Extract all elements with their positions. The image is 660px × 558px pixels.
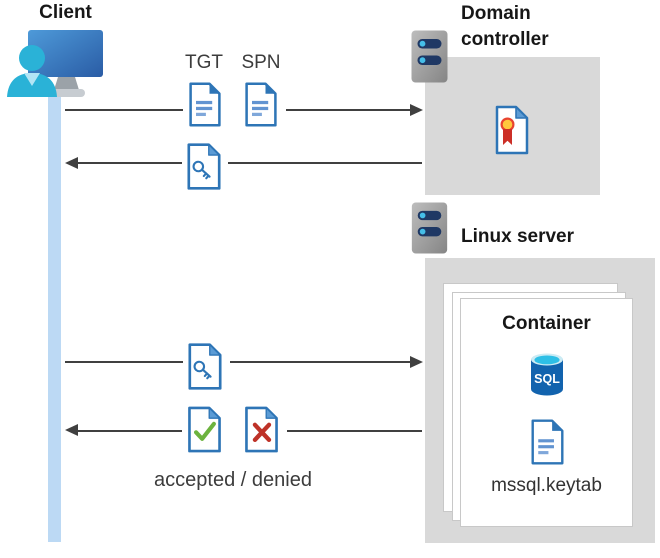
- arrow-result-line-left: [78, 430, 182, 432]
- arrow-request-tickets-line-right: [286, 109, 411, 111]
- arrow-present-ticket-line-right: [230, 361, 411, 363]
- arrow-request-tickets-line-left: [65, 109, 183, 111]
- client-label: Client: [39, 2, 92, 23]
- spn-label: SPN: [241, 52, 281, 73]
- arrow-result-line-right: [287, 430, 422, 432]
- spn-document-icon: [245, 82, 277, 127]
- domain-controller-server-icon: [411, 30, 448, 83]
- result-label: accepted / denied: [154, 469, 312, 491]
- sql-database-icon: SQL: [531, 353, 563, 396]
- certificate-icon: [495, 105, 529, 155]
- keytab-file-icon: [531, 419, 564, 465]
- accepted-document-icon: [188, 406, 221, 453]
- key-ticket-icon: [187, 143, 221, 190]
- keytab-filename-label: mssql.keytab: [491, 475, 602, 496]
- arrow-request-tickets-head: [410, 104, 423, 116]
- arrow-present-ticket-head: [410, 356, 423, 368]
- arrow-present-ticket-line-left: [65, 361, 183, 363]
- client-computer-user-icon: [7, 30, 103, 97]
- arrow-ticket-response-line-left: [78, 162, 182, 164]
- linux-server-icon: [411, 202, 448, 254]
- key-ticket-icon-2: [188, 343, 222, 390]
- tgt-label: TGT: [185, 52, 223, 73]
- sql-icon-label: SQL: [534, 372, 560, 386]
- domain-controller-label: Domain controller: [461, 3, 549, 50]
- container-card: Container SQL mssql.keytab: [460, 298, 633, 527]
- arrow-ticket-response-line-right: [228, 162, 422, 164]
- arrow-ticket-response-head: [65, 157, 78, 169]
- tgt-document-icon: [189, 82, 221, 127]
- linux-server-label: Linux server: [461, 226, 574, 247]
- client-lifeline: [48, 95, 61, 542]
- container-label: Container: [502, 313, 591, 334]
- denied-document-icon: [245, 406, 278, 453]
- arrow-result-head: [65, 424, 78, 436]
